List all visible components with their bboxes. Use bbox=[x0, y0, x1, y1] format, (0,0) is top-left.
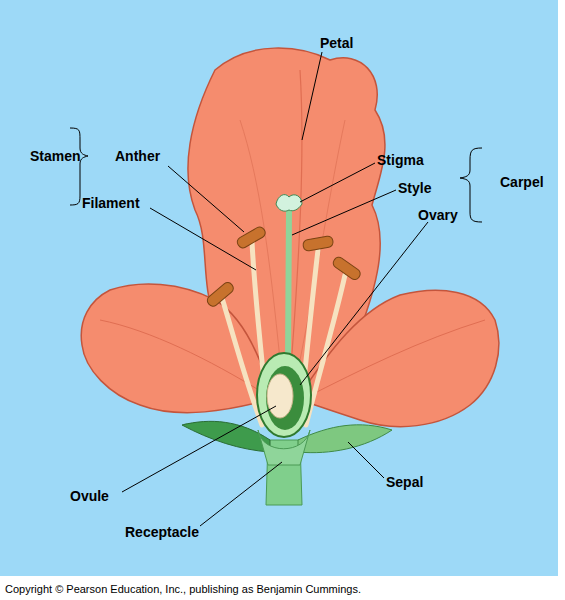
part-label: Ovary bbox=[418, 207, 458, 223]
part-label: Sepal bbox=[386, 474, 423, 490]
copyright-note: Copyright © Pearson Education, Inc., pub… bbox=[5, 583, 361, 596]
sepal bbox=[182, 421, 270, 452]
ovule bbox=[267, 374, 293, 418]
bracket bbox=[70, 128, 88, 205]
sepal bbox=[298, 425, 392, 453]
petal bbox=[81, 284, 270, 413]
part-label: Ovule bbox=[70, 488, 109, 504]
ovary-wall bbox=[266, 366, 304, 430]
part-label: Style bbox=[398, 180, 431, 196]
part-label: Petal bbox=[320, 35, 353, 51]
ovary bbox=[257, 353, 311, 437]
bracket bbox=[460, 148, 482, 222]
group-label: Stamen bbox=[30, 148, 81, 164]
anthers bbox=[205, 225, 362, 308]
background bbox=[0, 0, 558, 576]
stigma bbox=[276, 195, 302, 212]
part-label: Receptacle bbox=[125, 524, 199, 540]
petal bbox=[300, 290, 499, 426]
filaments bbox=[222, 242, 345, 425]
leader-lines bbox=[122, 52, 428, 526]
part-label: Filament bbox=[82, 195, 140, 211]
part-label: Stigma bbox=[377, 152, 424, 168]
part-label: Anther bbox=[115, 148, 160, 164]
style bbox=[288, 210, 289, 360]
group-label: Carpel bbox=[500, 174, 544, 190]
